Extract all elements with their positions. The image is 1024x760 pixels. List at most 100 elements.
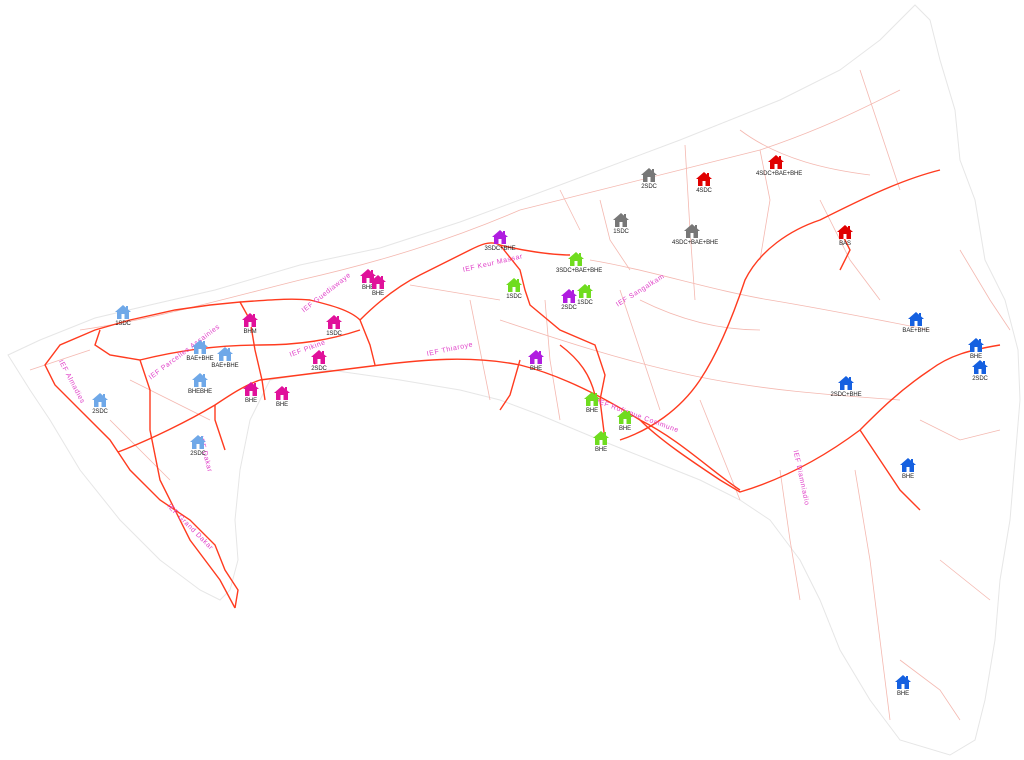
marker-label: BHE: [371, 291, 385, 297]
marker-label: BHE: [618, 426, 632, 432]
school-icon: [613, 213, 629, 227]
school-marker[interactable]: 1SDC: [565, 283, 605, 307]
school-icon: [192, 340, 208, 354]
marker-label: BAE+BHE: [211, 363, 239, 369]
marker-label: 2SDC: [92, 409, 108, 415]
school-marker[interactable]: BHE: [956, 337, 996, 361]
marker-label: BHE: [244, 398, 258, 404]
marker-label: 2SDC+BHE: [830, 392, 862, 398]
marker-label: 3SDC+BHE: [484, 246, 516, 252]
marker-label: 1SDC: [613, 229, 629, 235]
minor-roads: [29, 69, 1011, 721]
school-marker[interactable]: BHE: [231, 381, 271, 405]
school-marker[interactable]: BHEBHE: [180, 372, 220, 396]
school-icon: [370, 275, 386, 289]
marker-label: 1SDC: [577, 300, 593, 306]
school-icon: [838, 376, 854, 390]
school-marker[interactable]: BAE+BHE: [205, 346, 245, 370]
school-icon: [837, 225, 853, 239]
marker-label: 1SDC: [326, 331, 342, 337]
school-marker[interactable]: BHE: [605, 409, 645, 433]
school-marker[interactable]: 2SDC: [960, 359, 1000, 383]
school-icon: [696, 172, 712, 186]
marker-label: BHE: [361, 285, 375, 291]
school-icon: [577, 284, 593, 298]
marker-label: BHE: [901, 474, 915, 480]
school-marker[interactable]: 2SDC: [299, 349, 339, 373]
school-marker[interactable]: 4SDC: [684, 171, 724, 195]
school-marker[interactable]: BHE: [581, 430, 621, 454]
school-icon: [190, 435, 206, 449]
school-icon: [311, 350, 327, 364]
marker-label: 1SDC: [506, 294, 522, 300]
marker-label: BHE: [529, 366, 543, 372]
school-marker[interactable]: BHE: [262, 385, 302, 409]
marker-label: 1SDC: [115, 321, 131, 327]
school-marker[interactable]: 2SDC: [178, 434, 218, 458]
marker-label: 2SDC: [561, 305, 577, 311]
school-icon: [274, 386, 290, 400]
marker-label: BHE: [275, 402, 289, 408]
school-icon: [492, 230, 508, 244]
school-icon: [242, 313, 258, 327]
school-icon: [115, 305, 131, 319]
region-boundary: [7, 4, 1021, 756]
marker-label: BAS: [839, 241, 851, 247]
school-marker[interactable]: BHE: [358, 274, 398, 298]
school-marker[interactable]: 3SDC+BHE: [480, 229, 520, 253]
marker-label: BAE+BHE: [902, 328, 930, 334]
marker-label: BHE: [969, 354, 983, 360]
school-icon: [506, 278, 522, 292]
marker-label: 4SDC+BAE+BHE: [756, 171, 803, 177]
school-marker[interactable]: 4SDC+BAE+BHE: [756, 154, 803, 178]
school-marker[interactable]: 4SDC+BAE+BHE: [672, 223, 719, 247]
school-icon: [593, 431, 609, 445]
marker-label: 2SDC: [641, 184, 657, 190]
marker-label: BHE: [896, 691, 910, 697]
main-roads: [44, 169, 1001, 609]
school-marker[interactable]: BHE: [348, 268, 388, 292]
school-marker[interactable]: 1SDC: [494, 277, 534, 301]
school-icon: [192, 373, 208, 387]
school-marker[interactable]: BAE+BHE: [180, 339, 220, 363]
school-marker[interactable]: 2SDC: [629, 167, 669, 191]
school-marker[interactable]: BHE: [516, 349, 556, 373]
marker-label: BAE+BHE: [186, 356, 214, 362]
school-marker[interactable]: 3SDC+BAE+BHE: [556, 251, 603, 275]
school-marker[interactable]: BHE: [888, 457, 928, 481]
school-icon: [968, 338, 984, 352]
school-icon: [908, 312, 924, 326]
school-icon: [360, 269, 376, 283]
school-icon: [972, 360, 988, 374]
school-marker[interactable]: 1SDC: [314, 314, 354, 338]
marker-label: BHM: [243, 329, 257, 335]
school-marker[interactable]: 2SDC+BHE: [826, 375, 866, 399]
school-icon: [684, 224, 700, 238]
school-icon: [217, 347, 233, 361]
school-marker[interactable]: BAS: [825, 224, 865, 248]
school-marker[interactable]: 1SDC: [103, 304, 143, 328]
marker-label: 4SDC+BAE+BHE: [672, 240, 719, 246]
school-icon: [900, 458, 916, 472]
school-marker[interactable]: 2SDC: [549, 288, 589, 312]
school-marker[interactable]: BAE+BHE: [896, 311, 936, 335]
marker-label: 2SDC: [972, 376, 988, 382]
school-icon: [568, 252, 584, 266]
school-icon: [895, 675, 911, 689]
school-icon: [528, 350, 544, 364]
school-marker[interactable]: BHE: [572, 391, 612, 415]
marker-label: BHEBHE: [187, 389, 213, 395]
school-icon: [92, 393, 108, 407]
school-icon: [326, 315, 342, 329]
marker-label: 2SDC: [190, 451, 206, 457]
marker-label: 3SDC+BAE+BHE: [556, 268, 603, 274]
school-marker[interactable]: 1SDC: [601, 212, 641, 236]
marker-label: BHE: [585, 408, 599, 414]
school-icon: [243, 382, 259, 396]
school-marker[interactable]: BHE: [883, 674, 923, 698]
school-icon: [561, 289, 577, 303]
school-marker[interactable]: BHM: [230, 312, 270, 336]
school-marker[interactable]: 2SDC: [80, 392, 120, 416]
marker-label: 2SDC: [311, 366, 327, 372]
